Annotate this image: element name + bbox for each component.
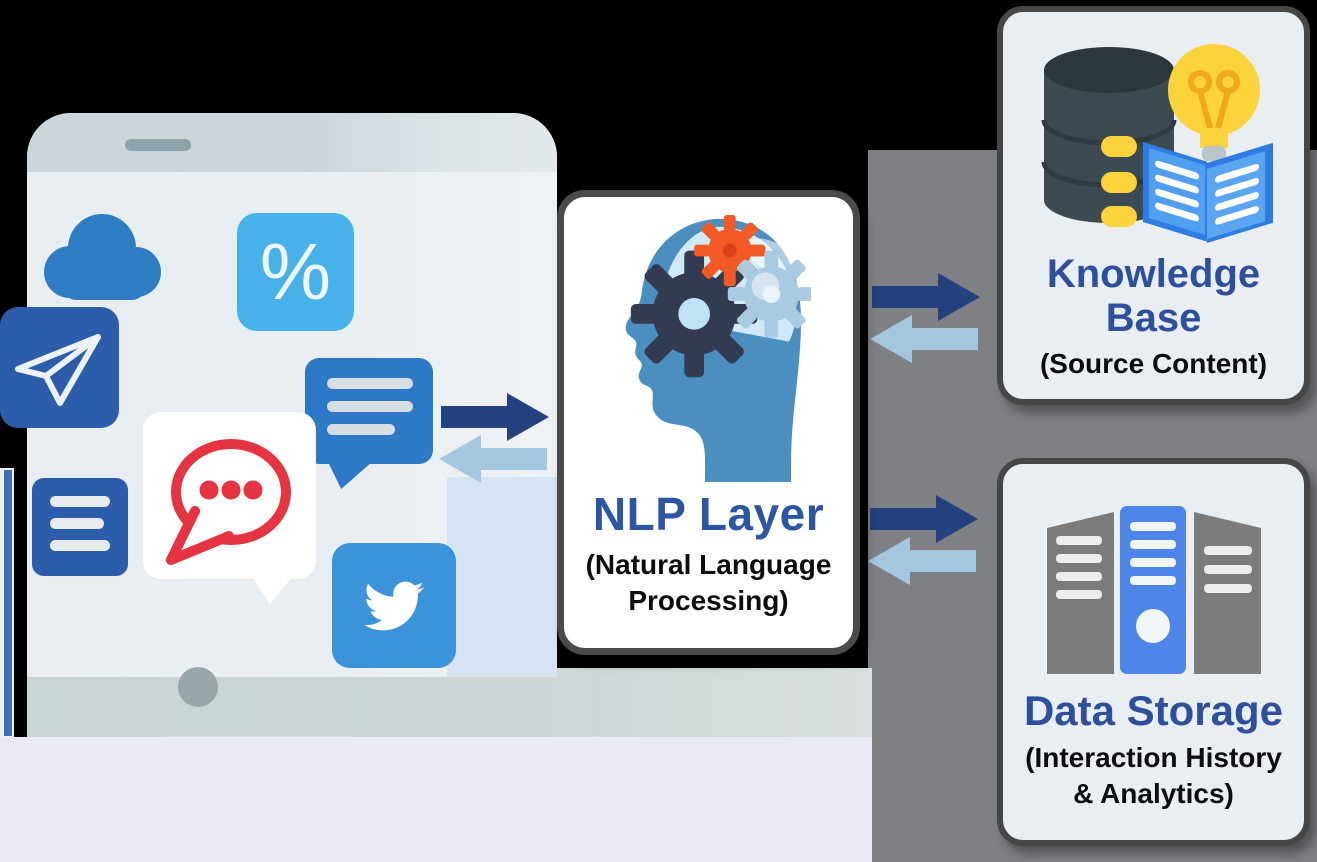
- knowledge-base-title-line2: Base: [1105, 296, 1202, 340]
- phone-home-button: [178, 667, 218, 707]
- red-chat-bubble-icon: [143, 412, 316, 579]
- light-blue-patch: [447, 477, 557, 677]
- left-edge-blue-stripe: [4, 470, 12, 736]
- knowledge-base-subtitle: (Source Content): [1039, 348, 1268, 379]
- arrows-nlp-to-data-storage: [864, 492, 982, 588]
- nlp-box-subtitle-line2: Processing): [628, 584, 789, 616]
- nlp-layer-box: NLP Layer (Natural Language Processing): [557, 190, 860, 655]
- gear-light: [727, 250, 811, 338]
- twitter-icon: [332, 543, 456, 668]
- data-storage-title: Data Storage: [1023, 687, 1284, 734]
- nlp-box-title: NLP Layer: [592, 488, 825, 540]
- nlp-head-gears-icon: [606, 213, 811, 485]
- phone-top-band: [27, 113, 557, 172]
- knowledge-base-title-line1: Knowledge: [1046, 252, 1261, 296]
- data-storage-subtitle-line2: & Analytics): [1073, 778, 1234, 810]
- server-middle: [1119, 506, 1186, 674]
- data-storage-box: Data Storage (Interaction History & Anal…: [997, 458, 1310, 846]
- server-right: [1193, 512, 1261, 674]
- server-left: [1046, 512, 1114, 674]
- lightbulb-icon: [1167, 44, 1260, 161]
- percent-icon: %: [237, 213, 354, 331]
- table-surface-band: [27, 668, 872, 737]
- servers-icon: [1044, 506, 1264, 678]
- knowledge-base-box: Knowledge Base (Source Content): [997, 6, 1310, 405]
- chat-lines-icon: [305, 358, 433, 464]
- percent-symbol: %: [259, 227, 332, 316]
- bottom-lavender-strip: [0, 737, 872, 862]
- cloud-icon: [40, 202, 165, 302]
- document-lines-icon: [32, 478, 128, 576]
- knowledge-base-icon: [1029, 32, 1279, 244]
- send-icon: [0, 307, 119, 428]
- arrows-phone-to-nlp: [435, 390, 553, 486]
- arrows-nlp-to-knowledge-base: [866, 270, 984, 366]
- phone-speaker: [125, 139, 191, 151]
- data-storage-subtitle-line1: (Interaction History: [1025, 742, 1282, 774]
- nlp-box-subtitle-line1: (Natural Language: [585, 549, 832, 580]
- open-book-icon: [1142, 142, 1273, 243]
